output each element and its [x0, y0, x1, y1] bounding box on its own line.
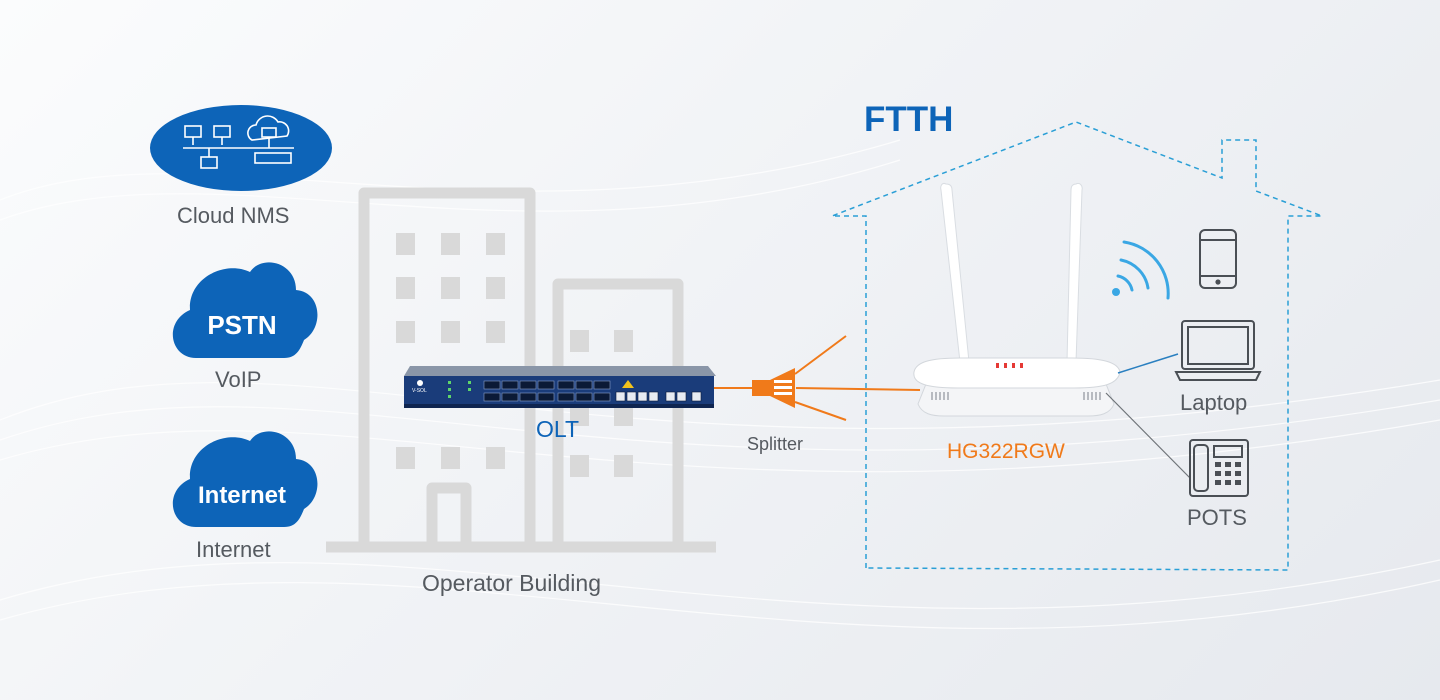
pstn-cloud-icon	[172, 262, 318, 358]
cloud-nms-icon	[150, 105, 332, 191]
splitter-label: Splitter	[747, 434, 804, 454]
laptop-label: Laptop	[1180, 390, 1248, 415]
pots-label: POTS	[1187, 505, 1247, 530]
background-waves	[0, 139, 1440, 630]
ftth-title: FTTH	[864, 100, 954, 139]
smartphone-icon	[1199, 229, 1237, 289]
olt-device	[404, 366, 716, 408]
ftth-house-outline	[831, 121, 1323, 571]
internet-badge-text: Internet	[197, 482, 286, 509]
voip-label: VoIP	[215, 367, 262, 392]
telephone-icon	[1189, 439, 1249, 497]
operator-building-label: Operator Building	[422, 570, 601, 596]
wifi-signal-icon	[1112, 240, 1170, 300]
internet-cloud-icon	[172, 431, 318, 527]
cloud-nms-label: Cloud NMS	[177, 203, 290, 228]
internet-label: Internet	[196, 537, 271, 562]
pstn-badge-text: PSTN	[207, 310, 277, 340]
olt-label: OLT	[536, 416, 580, 442]
router-device	[913, 183, 1121, 417]
router-label: HG322RGW	[947, 440, 1065, 463]
splitter-icon	[752, 368, 795, 408]
device-links	[1105, 353, 1191, 479]
olt-brand: V-SOL	[412, 388, 427, 394]
fiber-lines	[714, 335, 921, 421]
laptop-icon	[1174, 320, 1262, 381]
building-windows	[396, 233, 633, 477]
